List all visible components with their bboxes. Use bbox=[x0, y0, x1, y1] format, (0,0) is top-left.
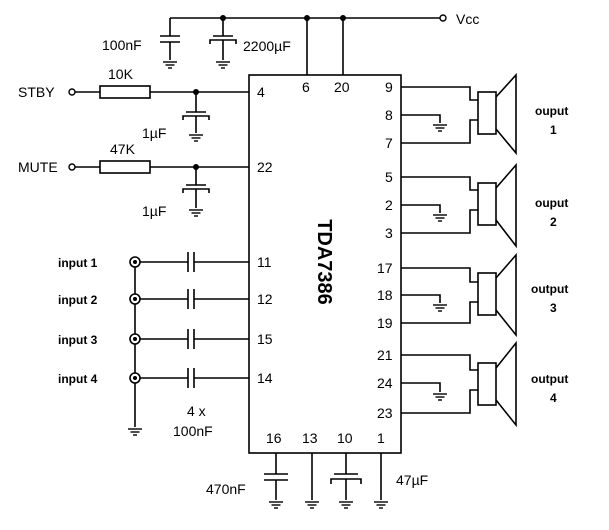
output-channel-3 bbox=[401, 252, 517, 338]
pin-14: 14 bbox=[257, 370, 273, 386]
output-channel-1 bbox=[401, 72, 517, 156]
speaker-1-icon bbox=[477, 91, 497, 135]
input-network bbox=[127, 252, 249, 436]
vcc-label: Vcc bbox=[456, 11, 479, 27]
pin-12: 12 bbox=[257, 291, 273, 307]
ic-body bbox=[248, 74, 402, 454]
output-1-num: 1 bbox=[550, 123, 557, 137]
pin-15: 15 bbox=[257, 331, 273, 347]
mute-label: MUTE bbox=[18, 159, 58, 175]
pin-22: 22 bbox=[257, 159, 273, 175]
pin-17: 17 bbox=[377, 260, 393, 276]
pin-5: 5 bbox=[385, 169, 393, 185]
speaker-1-cone bbox=[495, 72, 517, 156]
pin-13: 13 bbox=[302, 430, 318, 446]
pin-21: 21 bbox=[377, 347, 393, 363]
stby-res-label: 10K bbox=[108, 66, 134, 82]
pin-10: 10 bbox=[337, 430, 353, 446]
output-4-label: output bbox=[531, 372, 568, 386]
speaker-3-icon bbox=[477, 272, 497, 316]
output-4-num: 4 bbox=[550, 391, 557, 405]
pin-20: 20 bbox=[334, 79, 350, 95]
speaker-4-icon bbox=[477, 362, 497, 406]
cap-47uf-label: 47µF bbox=[396, 472, 428, 488]
cap-470nf-label: 470nF bbox=[206, 481, 246, 497]
output-1-label: ouput bbox=[535, 104, 568, 118]
mute-res-label: 47K bbox=[110, 141, 136, 157]
bottom-network bbox=[264, 453, 389, 509]
pin-8: 8 bbox=[385, 107, 393, 123]
pin-11: 11 bbox=[257, 254, 272, 270]
pin-19: 19 bbox=[377, 315, 393, 331]
stby-network bbox=[68, 85, 249, 142]
output-2-num: 2 bbox=[550, 215, 557, 229]
ic-label: TDA7386 bbox=[313, 219, 335, 305]
vcc-bus bbox=[160, 14, 447, 75]
pin-4: 4 bbox=[257, 84, 265, 100]
speaker-2-icon bbox=[477, 182, 497, 226]
pin-9: 9 bbox=[385, 79, 393, 95]
mute-network bbox=[68, 160, 249, 217]
pin-labels: 6 20 4 22 11 12 15 14 16 13 10 1 9 8 7 5… bbox=[257, 79, 393, 446]
stby-cap-label: 1µF bbox=[142, 125, 166, 141]
input-1-label: input 1 bbox=[58, 256, 98, 270]
output-2-label: ouput bbox=[535, 196, 568, 210]
speaker-3-cone bbox=[495, 252, 517, 338]
pin-24: 24 bbox=[377, 375, 393, 391]
pin-2: 2 bbox=[385, 197, 393, 213]
cap-100nf-label: 100nF bbox=[102, 37, 142, 53]
pin-1: 1 bbox=[377, 430, 385, 446]
mute-cap-label: 1µF bbox=[142, 203, 166, 219]
output-channel-2 bbox=[401, 162, 517, 249]
output-3-label: output bbox=[531, 282, 568, 296]
input-cap-count: 4 x bbox=[187, 403, 206, 419]
cap-2200uf-label: 2200µF bbox=[243, 38, 291, 54]
speaker-4-cone bbox=[495, 340, 517, 428]
pin-6: 6 bbox=[302, 79, 310, 95]
output-3-num: 3 bbox=[550, 301, 557, 315]
input-4-label: input 4 bbox=[58, 372, 98, 386]
output-channel-4 bbox=[401, 340, 517, 428]
pin-3: 3 bbox=[385, 225, 393, 241]
input-2-label: input 2 bbox=[58, 293, 98, 307]
pin-7: 7 bbox=[385, 135, 393, 151]
pin-23: 23 bbox=[377, 405, 393, 421]
input-cap-value: 100nF bbox=[173, 423, 213, 439]
stby-label: STBY bbox=[18, 84, 55, 100]
pin-18: 18 bbox=[377, 287, 393, 303]
speaker-2-cone bbox=[495, 162, 517, 249]
input-3-label: input 3 bbox=[58, 333, 98, 347]
pin-16: 16 bbox=[266, 430, 282, 446]
